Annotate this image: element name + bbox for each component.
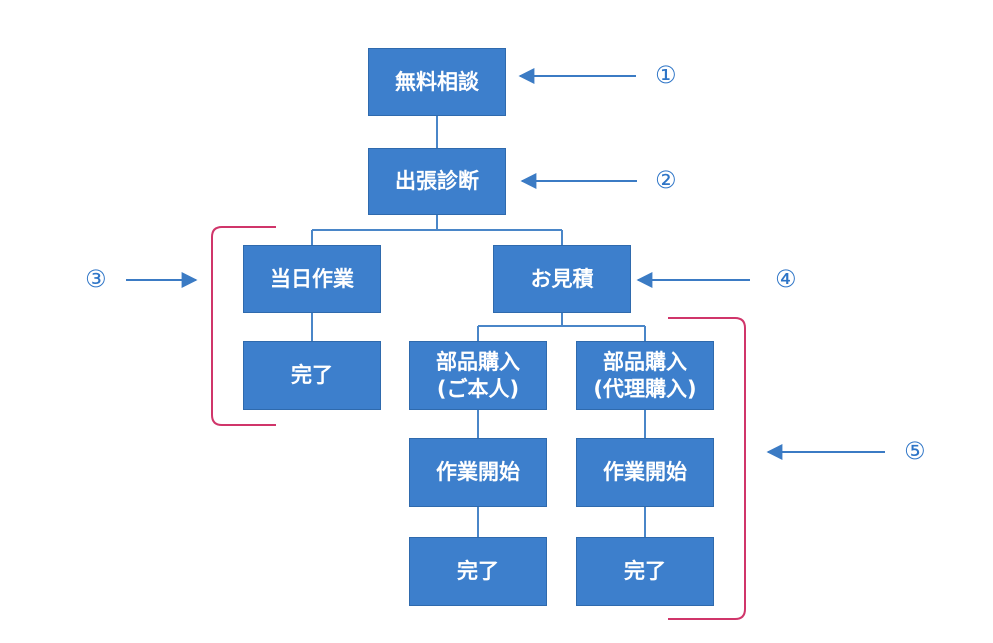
- step-marker-3: ③: [85, 265, 107, 293]
- node-same-day-work: 当日作業: [243, 245, 381, 313]
- step-marker-1: ①: [655, 61, 677, 89]
- pointer-arrows: [126, 68, 885, 460]
- node-parts-proxy: 部品購入 (代理購入): [576, 341, 714, 410]
- node-work-start-proxy: 作業開始: [576, 438, 714, 507]
- node-diagnosis: 出張診断: [368, 148, 506, 215]
- node-done-self: 完了: [409, 537, 547, 606]
- node-work-start-self: 作業開始: [409, 438, 547, 507]
- step-marker-2: ②: [655, 166, 677, 194]
- node-estimate: お見積: [493, 245, 631, 313]
- step-marker-5: ⑤: [904, 437, 926, 465]
- node-same-day-done: 完了: [243, 341, 381, 410]
- bracket-left: [211, 226, 276, 426]
- node-parts-self: 部品購入 (ご本人): [409, 341, 547, 410]
- tree-connectors: [311, 116, 646, 537]
- brackets: [211, 226, 746, 620]
- node-consultation: 無料相談: [368, 48, 506, 116]
- step-marker-4: ④: [775, 265, 797, 293]
- node-done-proxy: 完了: [576, 537, 714, 606]
- bracket-right: [668, 317, 746, 620]
